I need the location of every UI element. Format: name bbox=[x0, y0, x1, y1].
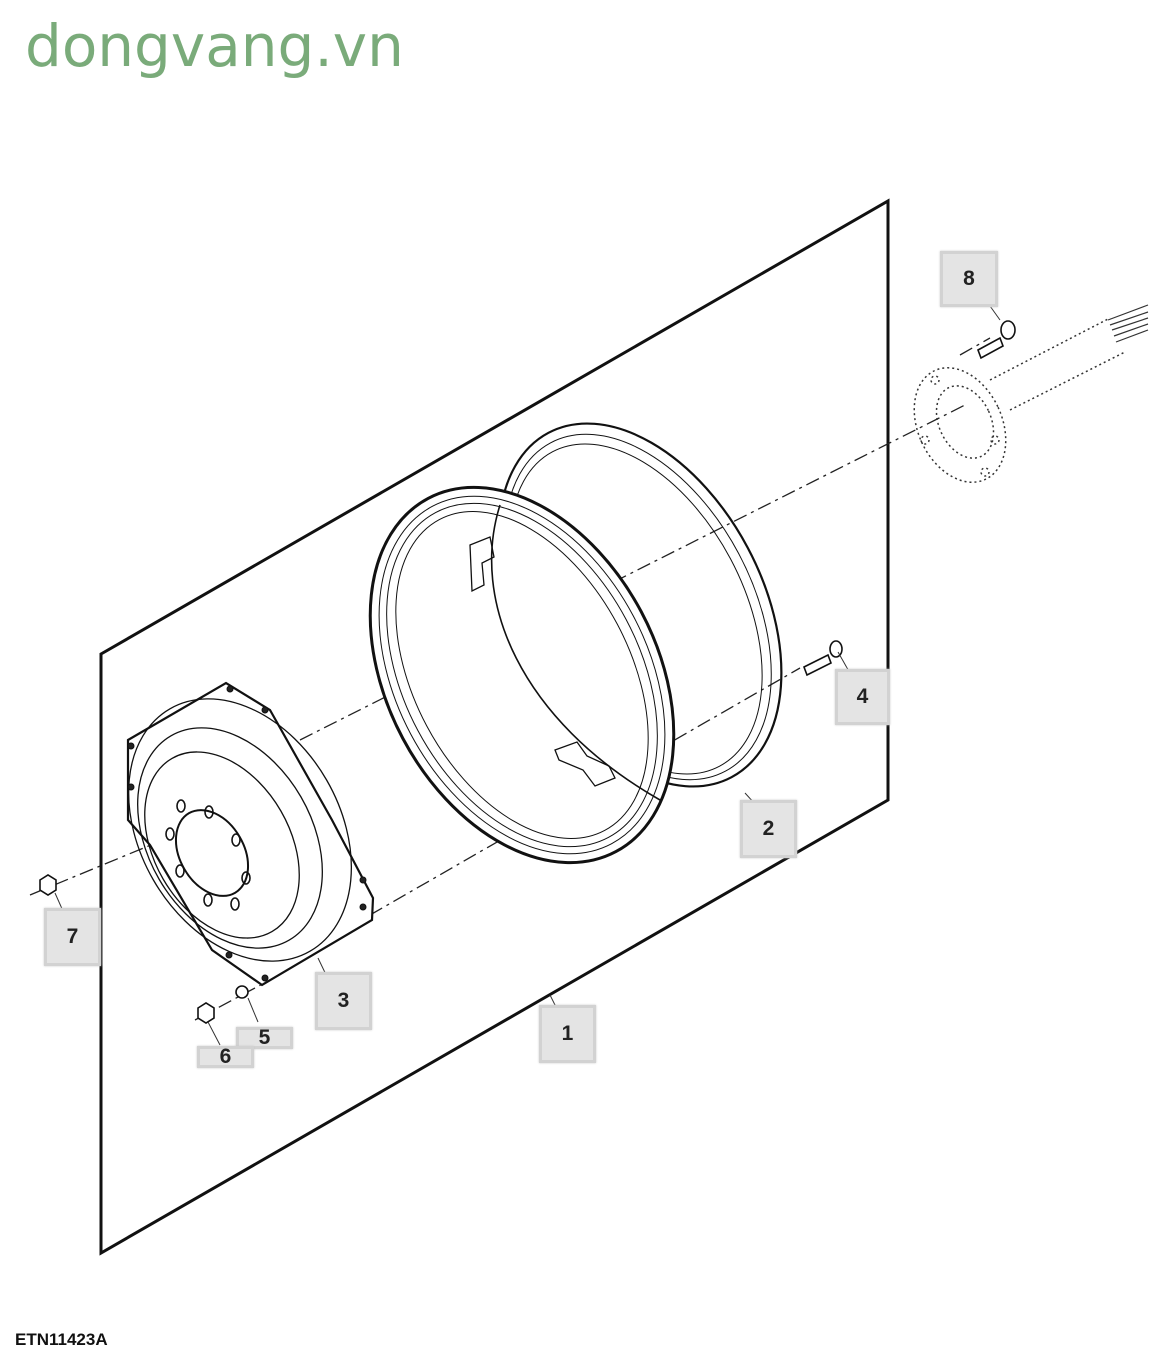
callout-2[interactable]: 2 bbox=[740, 800, 797, 858]
callout-4[interactable]: 4 bbox=[835, 669, 890, 725]
panel-outline bbox=[99, 198, 890, 1256]
callout-5[interactable]: 5 bbox=[236, 1026, 293, 1049]
callout-3[interactable]: 3 bbox=[315, 972, 372, 1030]
watermark-logo: dongvang.vn bbox=[25, 12, 404, 80]
fasteners bbox=[39, 320, 1016, 1024]
callout-7[interactable]: 7 bbox=[44, 908, 101, 966]
axle-hub-reference bbox=[913, 317, 1126, 483]
callout-8[interactable]: 8 bbox=[940, 251, 998, 307]
axle-splines bbox=[1107, 304, 1149, 343]
rim-drawing bbox=[368, 422, 783, 865]
callout-6[interactable]: 6 bbox=[197, 1045, 254, 1068]
wheel-center-disk bbox=[126, 681, 375, 987]
figure-id-label: ETN11423A bbox=[15, 1330, 108, 1349]
callout-1[interactable]: 1 bbox=[539, 1005, 596, 1063]
